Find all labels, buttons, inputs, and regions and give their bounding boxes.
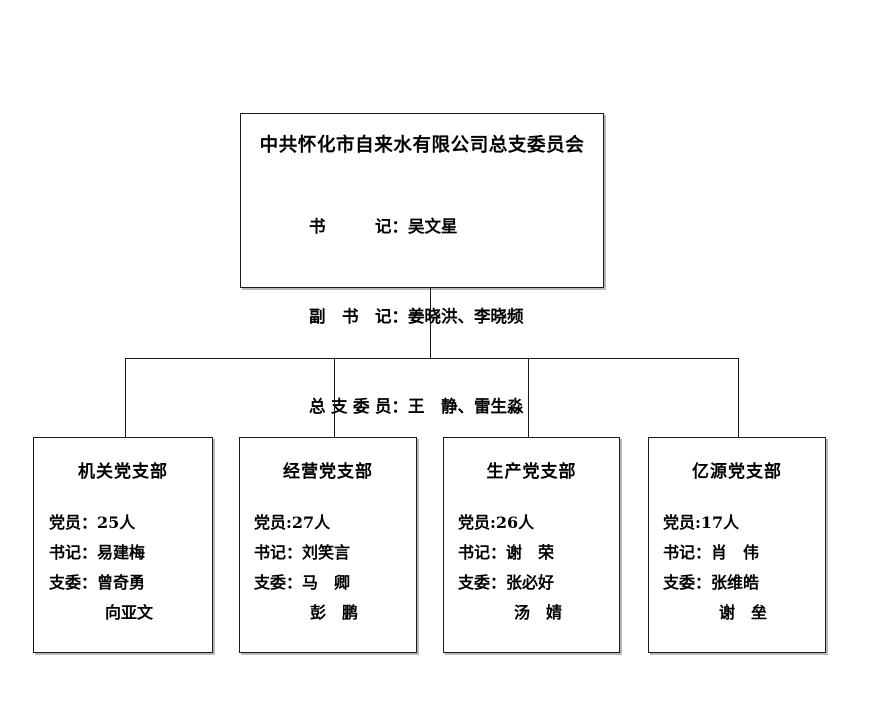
branch-node-yiyuan-members: 党员:17人 [663,513,740,532]
branch-node-yiyuan: 亿源党支部 党员:17人 书记：肖 伟 支委：张维皓 谢 垒 [648,437,826,653]
branch-node-jiguan-committee: 支委：曾奇勇 [49,573,146,592]
root-row-deputy-secretary-separator: ： [391,307,408,326]
branch-node-jingying: 经营党支部 党员:27人 书记：刘笑言 支委：马 卿 彭 鹏 [239,437,417,653]
branch-node-shengchan-secretary: 书记：谢 荣 [458,543,555,562]
branch-node-jiguan-secretary: 书记：易建梅 [49,543,146,562]
connector-drop-branch-2 [334,358,335,437]
branch-node-yiyuan-title: 亿源党支部 [692,462,782,482]
branch-node-jingying-committee: 支委：马 卿 [254,573,351,592]
connector-trunk-vertical [430,288,431,358]
branch-node-yiyuan-committee-2: 谢 垒 [719,603,768,622]
branch-node-shengchan-committee: 支委：张必好 [458,573,555,592]
branch-node-jingying-members: 党员:27人 [254,513,331,532]
branch-node-jiguan-title: 机关党支部 [78,462,168,482]
branch-node-jingying-committee-2: 彭 鹏 [310,603,359,622]
root-node-roster: 书 记：吴文星 副 书 记：姜晓洪、李晓频 总支委员：王 静、雷生淼 [241,182,603,452]
branch-node-shengchan: 生产党支部 党员:26人 书记：谢 荣 支委：张必好 汤 婧 [443,437,620,653]
root-row-secretary-label: 书 记 [308,217,392,236]
branch-node-yiyuan-roster: 党员:17人 书记：肖 伟 支委：张维皓 谢 垒 [649,508,825,628]
branch-node-jiguan: 机关党支部 党员：25人 书记：易建梅 支委：曾奇勇 向亚文 [33,437,213,653]
branch-node-yiyuan-committee: 支委：张维皓 [663,573,760,592]
root-row-secretary-value: 吴文星 [407,217,458,236]
branch-node-jiguan-committee-2: 向亚文 [105,603,154,622]
root-row-secretary: 书 记：吴文星 [263,182,603,272]
root-row-deputy-secretary-value: 姜晓洪、李晓频 [407,307,524,326]
branch-node-shengchan-members: 党员:26人 [458,513,535,532]
root-row-committee-members: 总支委员：王 静、雷生淼 [263,362,603,452]
branch-node-jiguan-roster: 党员：25人 书记：易建梅 支委：曾奇勇 向亚文 [34,508,212,628]
root-row-deputy-secretary: 副 书 记：姜晓洪、李晓频 [263,272,603,362]
branch-node-shengchan-committee-2: 汤 婧 [514,603,563,622]
connector-drop-branch-4 [738,358,739,437]
root-row-committee-members-label: 总支委员 [308,397,392,416]
branch-node-shengchan-roster: 党员:26人 书记：谢 荣 支委：张必好 汤 婧 [444,508,619,628]
root-node-title: 中共怀化市自来水有限公司总支委员会 [259,135,585,156]
branch-node-yiyuan-secretary: 书记：肖 伟 [663,543,760,562]
connector-drop-branch-1 [125,358,126,437]
connector-horizontal-bus [125,358,739,359]
branch-node-shengchan-title: 生产党支部 [486,462,577,482]
root-node-party-general-branch-committee: 中共怀化市自来水有限公司总支委员会 书 记：吴文星 副 书 记：姜晓洪、李晓频 … [240,113,604,416]
branch-node-jingying-title: 经营党支部 [283,462,373,482]
root-row-deputy-secretary-label: 副 书 记 [308,307,392,326]
branch-node-jiguan-members: 党员：25人 [49,513,136,532]
root-row-committee-members-separator: ： [391,397,408,416]
root-row-committee-members-value: 王 静、雷生淼 [407,397,524,416]
connector-drop-branch-3 [528,358,529,437]
branch-node-jingying-roster: 党员:27人 书记：刘笑言 支委：马 卿 彭 鹏 [240,508,416,628]
branch-node-jingying-secretary: 书记：刘笑言 [254,543,351,562]
root-row-secretary-separator: ： [391,217,408,236]
